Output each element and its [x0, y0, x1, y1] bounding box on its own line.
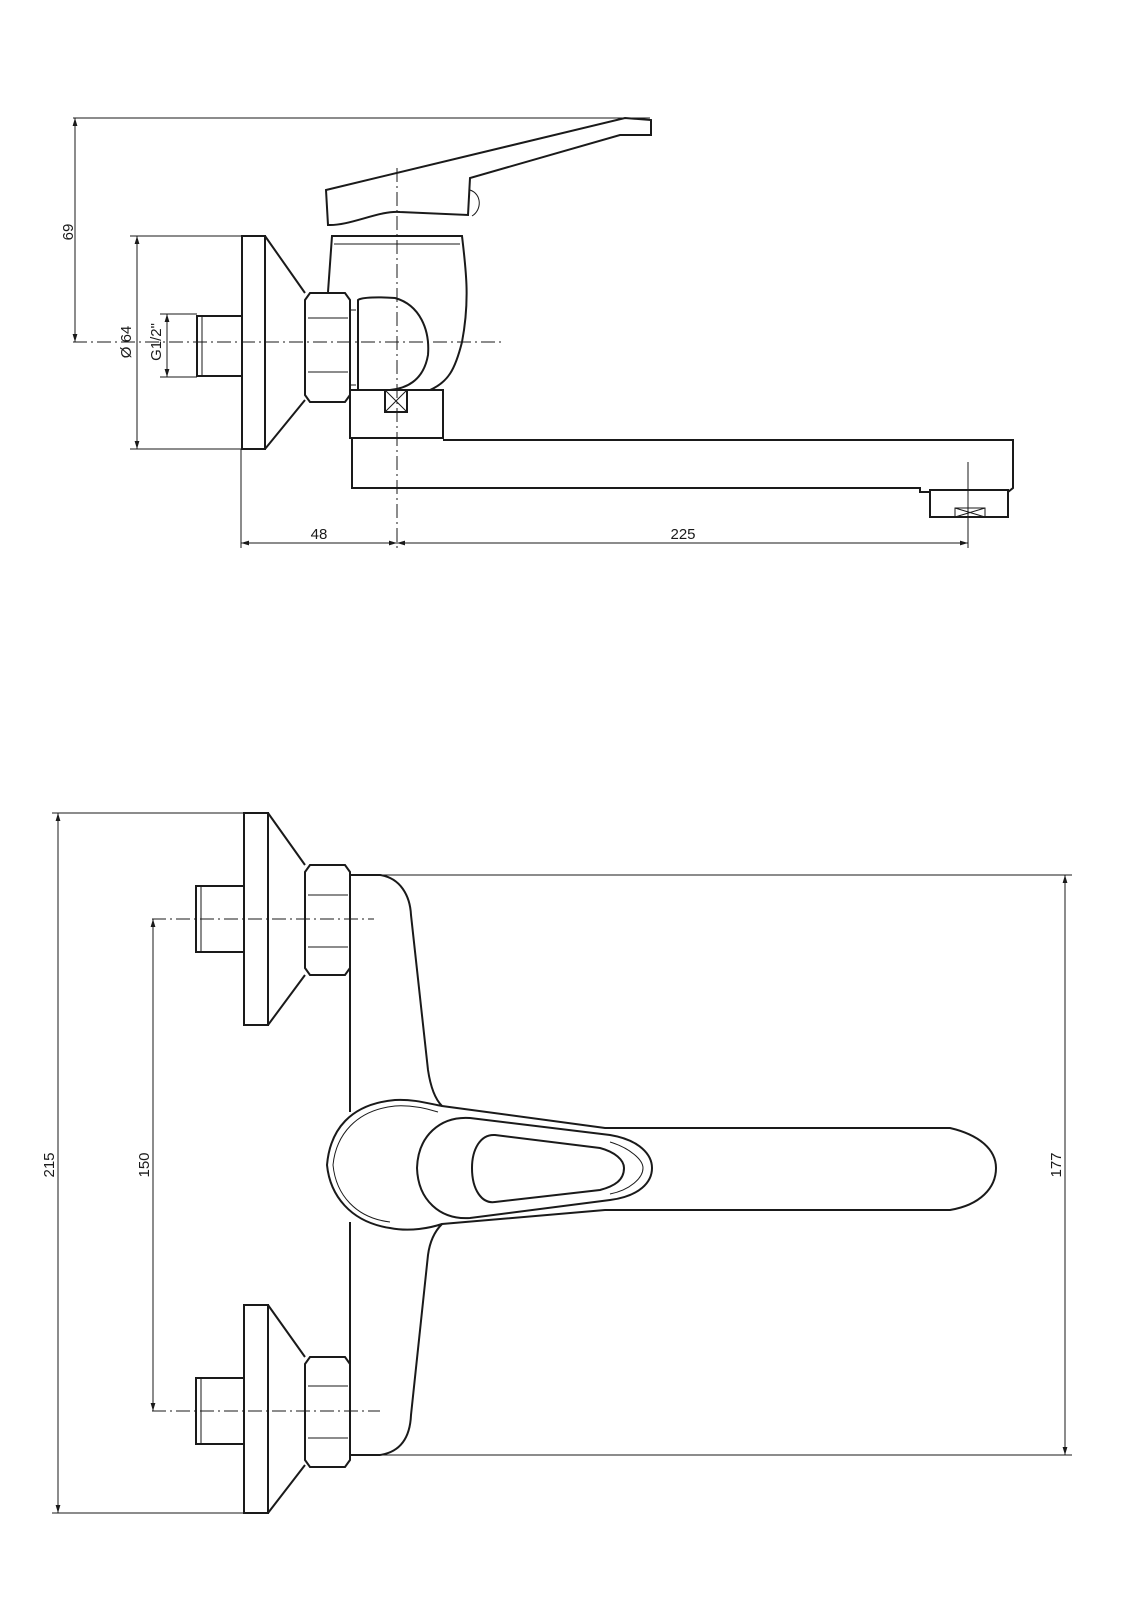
handle-recess-outer: [415, 1116, 654, 1220]
handle-cap: [469, 189, 480, 217]
cross-mark-icon: [384, 389, 408, 413]
dim-label-48: 48: [311, 526, 328, 543]
body-upper: [350, 874, 443, 1107]
lever-handle: [324, 116, 652, 227]
lever-handle: [325, 1098, 998, 1231]
flange-cone: [264, 235, 306, 450]
wall-flange: [241, 235, 266, 450]
dim-label-diameter: Ø 64: [118, 326, 135, 359]
aerator-cross-icon: [954, 507, 986, 518]
hex-nut: [304, 292, 356, 403]
connector-dome: [357, 296, 430, 391]
dim-label-225: 225: [670, 526, 695, 543]
dim-label-215: 215: [41, 1152, 58, 1177]
threaded-pipe: [196, 315, 243, 377]
mixer-body: [327, 235, 468, 391]
spout: [351, 438, 1014, 493]
dim-label-thread: G1/2": [148, 323, 165, 361]
upper-inlet-fitting: [152, 812, 374, 1026]
dim-label-177: 177: [1048, 1152, 1065, 1177]
front-view: 215 150 177: [41, 812, 1072, 1514]
dim-label-69: 69: [60, 224, 77, 241]
dim-label-150: 150: [136, 1152, 153, 1177]
side-view: 69 Ø 64 G1/2": [60, 116, 1014, 548]
lower-inlet-fitting: [152, 1304, 380, 1514]
body-lower: [349, 1222, 443, 1456]
handle-recess-inner: [470, 1133, 626, 1204]
